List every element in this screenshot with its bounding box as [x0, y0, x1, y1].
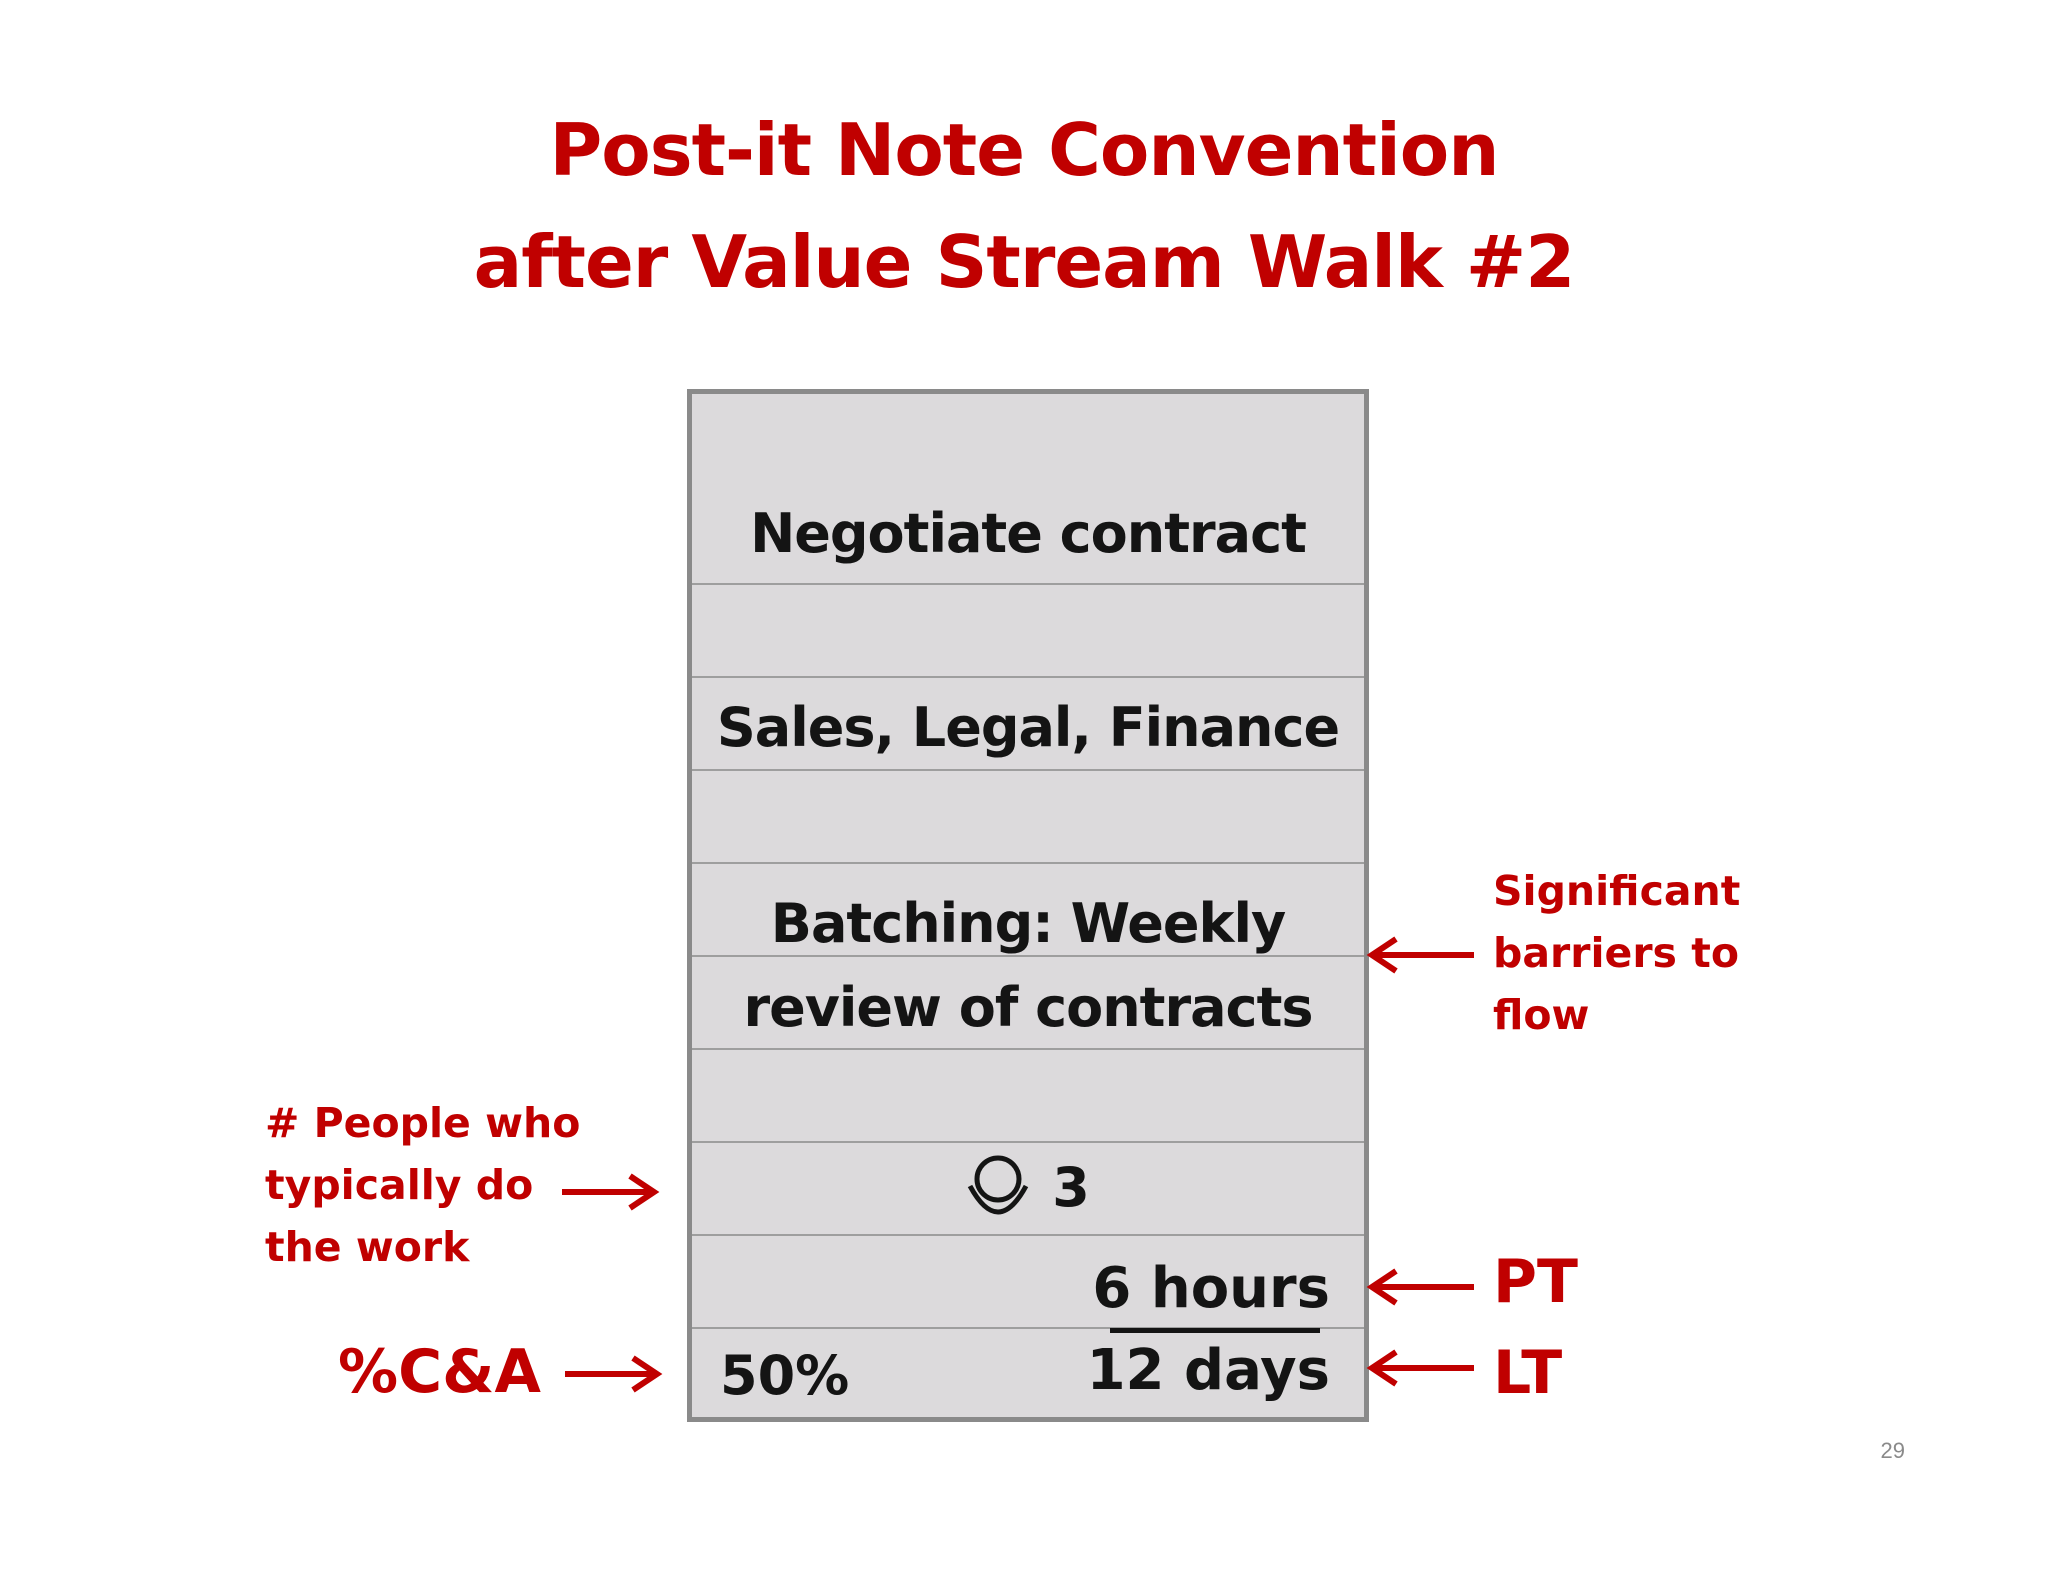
- note-divider: [692, 1327, 1364, 1329]
- percent-ca-arrow: [565, 1355, 663, 1393]
- process-time: 6 hours: [1092, 1256, 1330, 1321]
- title-line-1: Post-it Note Convention: [549, 108, 1500, 192]
- note-divider: [692, 1048, 1364, 1050]
- lead-time: 12 days: [1086, 1338, 1330, 1403]
- note-divider: [692, 769, 1364, 771]
- page-number: 29: [1880, 1438, 1905, 1463]
- process-name: Negotiate contract: [750, 502, 1307, 565]
- people-label-line: # People who: [265, 1099, 581, 1147]
- pt-label: PT: [1493, 1247, 1578, 1317]
- person-icon: [968, 1155, 1029, 1214]
- note-divider: [692, 583, 1364, 585]
- people-arrow: [562, 1173, 660, 1211]
- barrier-line-2: review of contracts: [743, 976, 1313, 1039]
- barriers-arrow: [1366, 936, 1474, 974]
- note-divider: [692, 676, 1364, 678]
- barriers-label: Significant barriers to flow: [1493, 860, 1740, 1046]
- percent-ca-label: %C&A: [338, 1337, 541, 1407]
- note-divider: [692, 955, 1364, 957]
- title-line-2: after Value Stream Walk #2: [473, 220, 1576, 304]
- percent-ca-value: 50%: [720, 1344, 850, 1407]
- functions: Sales, Legal, Finance: [716, 696, 1340, 759]
- post-it-note: Negotiate contract Sales, Legal, Finance…: [687, 389, 1369, 1422]
- pt-arrow: [1366, 1268, 1474, 1306]
- barriers-label-line: flow: [1493, 991, 1590, 1039]
- people-label-line: typically do: [265, 1161, 534, 1209]
- barriers-label-line: barriers to: [1493, 929, 1739, 977]
- people-row: 3: [692, 1141, 1364, 1234]
- fraction-line: [1110, 1328, 1320, 1333]
- lt-label: LT: [1493, 1338, 1563, 1408]
- people-label: # People who typically do the work: [265, 1092, 580, 1278]
- people-count: 3: [1052, 1156, 1090, 1219]
- people-label-line: the work: [265, 1223, 470, 1271]
- note-divider: [692, 1234, 1364, 1236]
- barrier-line-1: Batching: Weekly: [770, 892, 1286, 955]
- barriers-label-line: Significant: [1493, 867, 1741, 915]
- note-divider: [692, 862, 1364, 864]
- note-divider: [692, 1141, 1364, 1143]
- lt-arrow: [1366, 1349, 1474, 1387]
